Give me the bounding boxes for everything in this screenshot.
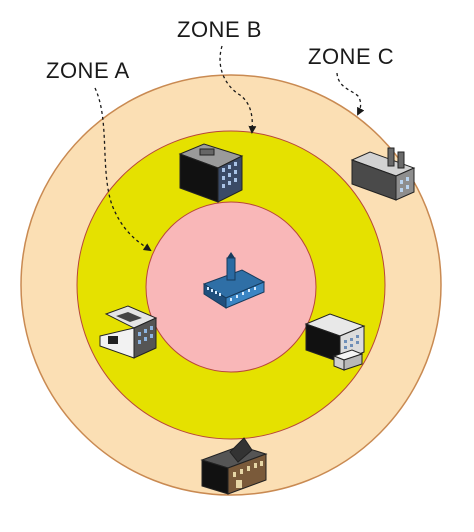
office-building-icon: [304, 313, 366, 371]
factory-icon: [350, 147, 416, 201]
city-hall-icon: [202, 252, 266, 309]
campus-building-icon: [200, 437, 268, 495]
zone-b-leader: [219, 45, 257, 134]
zone-c-leader: [336, 72, 365, 116]
zone-b-label: ZONE B: [177, 17, 262, 42]
zone-c-label: ZONE C: [308, 44, 394, 69]
office-complex-icon: [99, 305, 158, 359]
zone-a-leader: [94, 87, 152, 252]
office-tower-icon: [178, 143, 244, 203]
zone-a-label: ZONE A: [46, 58, 130, 83]
